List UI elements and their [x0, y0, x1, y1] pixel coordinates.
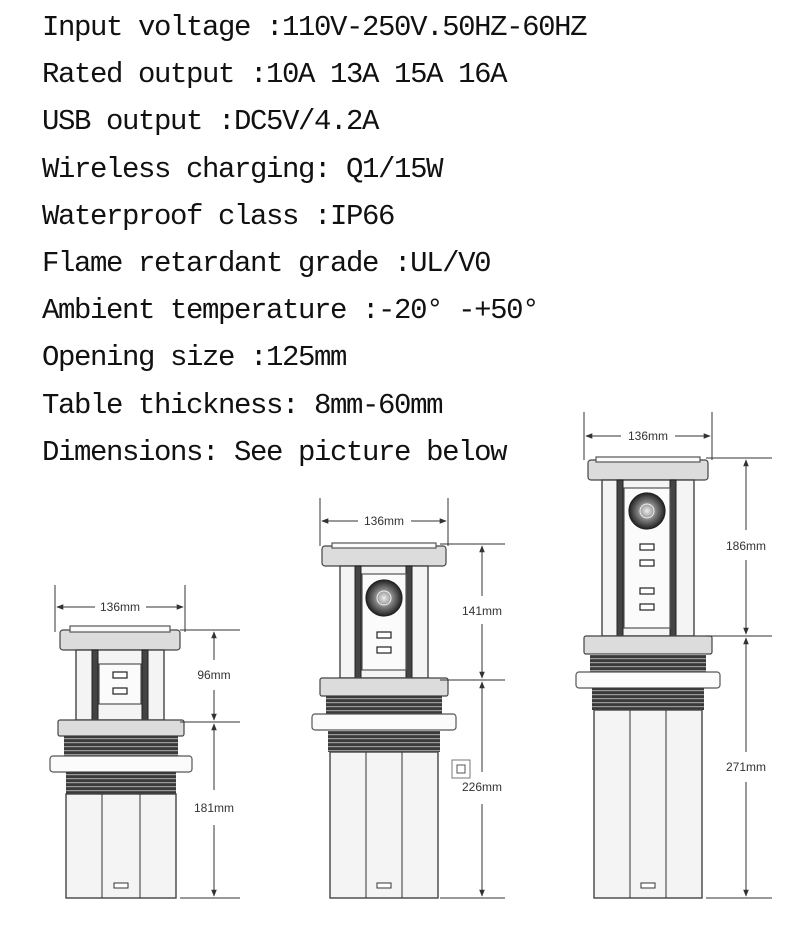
spec-wireless-charging: Wireless charging: Q1/15W: [42, 152, 443, 186]
usb-port-icon: [112, 671, 128, 679]
medium-base: [329, 751, 439, 899]
usb-port-icon: [639, 587, 655, 595]
spec-input-voltage: Input voltage :110V-250V.50HZ-60HZ: [42, 11, 588, 44]
small-usb-panel: [98, 663, 142, 705]
small-flange: [49, 755, 193, 773]
spec-table-thickness: Table thickness: 8mm-60mm: [42, 388, 443, 422]
small-base: [65, 793, 177, 899]
usb-port-icon: [639, 603, 655, 611]
medium-width-label: 136mm: [364, 514, 404, 528]
diagram-small: 136mm 96mm 181mm: [49, 585, 240, 899]
diagram-large: 136mm 186mm 271mm: [575, 412, 772, 899]
small-width-label: 136mm: [100, 600, 140, 614]
small-bottom-height-label: 181mm: [194, 801, 234, 815]
medium-bottom-height-label: 226mm: [462, 780, 502, 794]
large-base: [593, 709, 703, 899]
usb-port-icon: [112, 687, 128, 695]
large-bottom-height-label: 271mm: [726, 760, 766, 774]
large-top-height-label: 186mm: [726, 539, 766, 553]
spec-ambient-temperature: Ambient temperature :-20° -+50°: [42, 294, 539, 328]
wireless-charger-icon: [365, 579, 403, 617]
medium-top-height-label: 141mm: [462, 604, 502, 618]
wireless-charger-icon: [628, 492, 666, 530]
usb-port-icon: [376, 646, 392, 654]
usb-port-icon: [376, 631, 392, 639]
small-top-height-label: 96mm: [197, 668, 230, 682]
spec-rated-output: Rated output :10A 13A 15A 16A: [42, 58, 507, 92]
spec-flame-retardant: Flame retardant grade :UL/V0: [42, 246, 491, 280]
spec-usb-output: USB output :DC5V/4.2A: [42, 105, 379, 139]
spec-list: Input voltage :110V-250V.50HZ-60HZ Rated…: [42, 4, 588, 476]
diagram-medium: 136mm 141mm 226mm: [311, 498, 505, 899]
small-cap: [59, 629, 181, 651]
spec-waterproof-class: Waterproof class :IP66: [42, 199, 395, 233]
zoom-overlay-icon[interactable]: [451, 759, 471, 779]
large-width-label: 136mm: [628, 429, 668, 443]
usb-port-icon: [639, 543, 655, 551]
spec-opening-size: Opening size :125mm: [42, 341, 347, 375]
usb-port-icon: [639, 559, 655, 567]
spec-dimensions: Dimensions: See picture below: [42, 435, 507, 469]
